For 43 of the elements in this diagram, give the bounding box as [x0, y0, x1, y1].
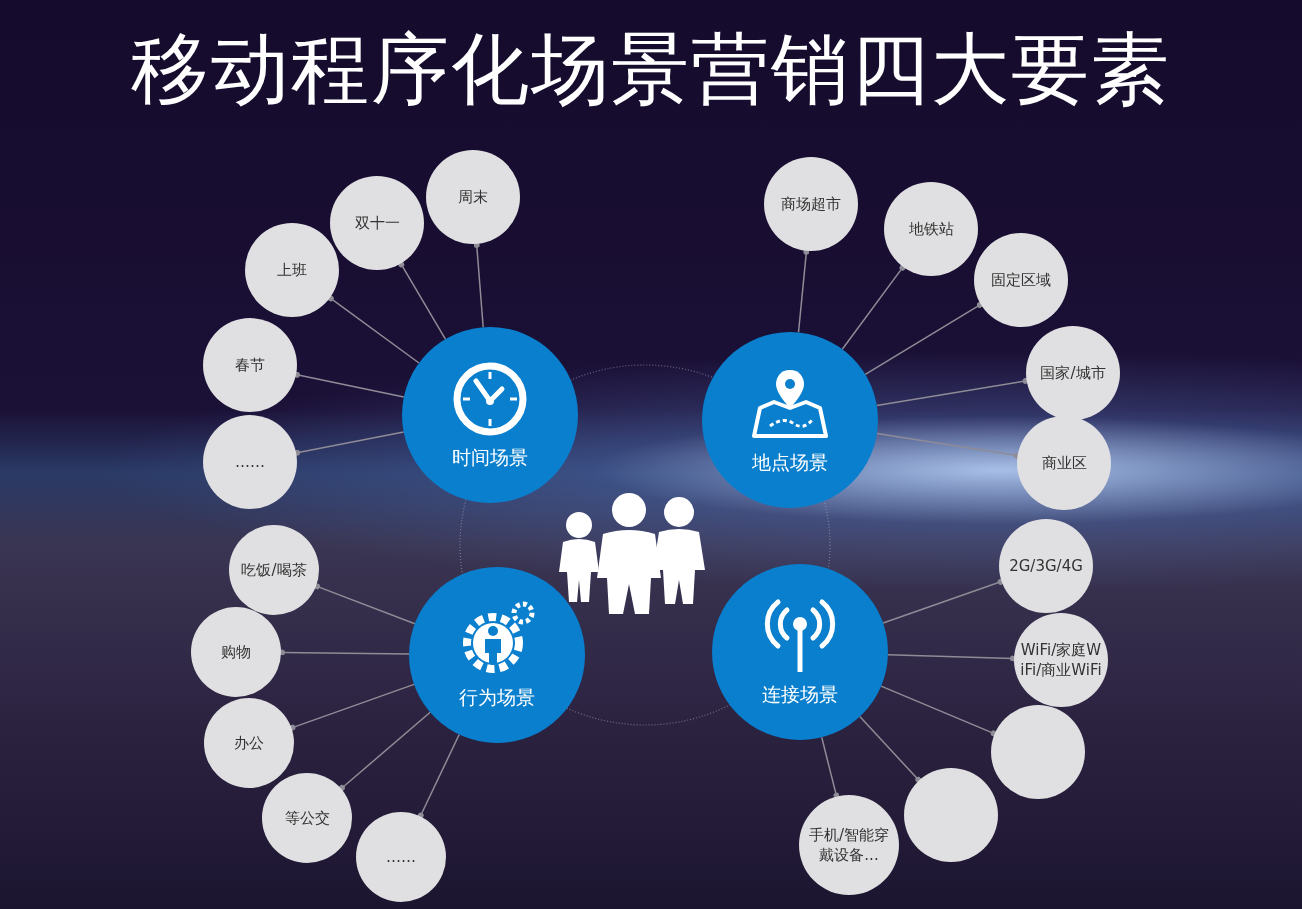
item-label: WiFi/家庭WiFi/商业WiFi [1019, 639, 1103, 681]
connector-line [327, 295, 420, 364]
connector-line [473, 241, 484, 329]
scene-label: 行为场景 [459, 685, 535, 710]
connector-line [841, 264, 906, 350]
connector-line [880, 685, 997, 737]
connector-line [887, 653, 1016, 662]
connector-line [882, 578, 1004, 624]
item-label: 商场超市 [780, 193, 842, 215]
connector-line [398, 261, 447, 340]
item-label: 办公 [233, 732, 265, 754]
item-label: 春节 [234, 354, 266, 376]
connector-line [797, 248, 810, 334]
connector-line [279, 649, 410, 656]
item-label: 双十一 [353, 212, 401, 234]
item-label: 吃饭/喝茶 [240, 559, 308, 581]
item-label: 等公交 [283, 807, 331, 829]
item-label: 商业区 [1040, 452, 1088, 474]
item-label: 固定区域 [990, 269, 1052, 291]
item-label: …… [385, 846, 417, 868]
item-label: 2G/3G/4G [1008, 555, 1084, 577]
connector-line [876, 377, 1029, 407]
connector-line [294, 371, 405, 398]
connector-line [314, 583, 416, 625]
item-label: 地铁站 [907, 218, 955, 240]
scene-label: 地点场景 [752, 450, 828, 475]
item-label: 上班 [276, 259, 308, 281]
connector-line [859, 715, 922, 783]
connector-line [864, 301, 983, 376]
scene-label: 时间场景 [452, 445, 528, 470]
item-label: …… [234, 451, 266, 473]
item-label: 购物 [220, 641, 252, 663]
connector-line [338, 711, 431, 791]
scene-label: 连接场景 [762, 682, 838, 707]
item-label: 国家/城市 [1039, 362, 1107, 384]
item-label: 周末 [457, 186, 489, 208]
connector-line [289, 683, 415, 731]
connector-line [417, 733, 460, 819]
connector-line [820, 736, 840, 799]
connector-line [876, 432, 1020, 459]
connector-line [294, 431, 405, 456]
item-label: 手机/智能穿戴设备... [807, 824, 891, 866]
title: 移动程序化场景营销四大要素 [130, 23, 1172, 116]
